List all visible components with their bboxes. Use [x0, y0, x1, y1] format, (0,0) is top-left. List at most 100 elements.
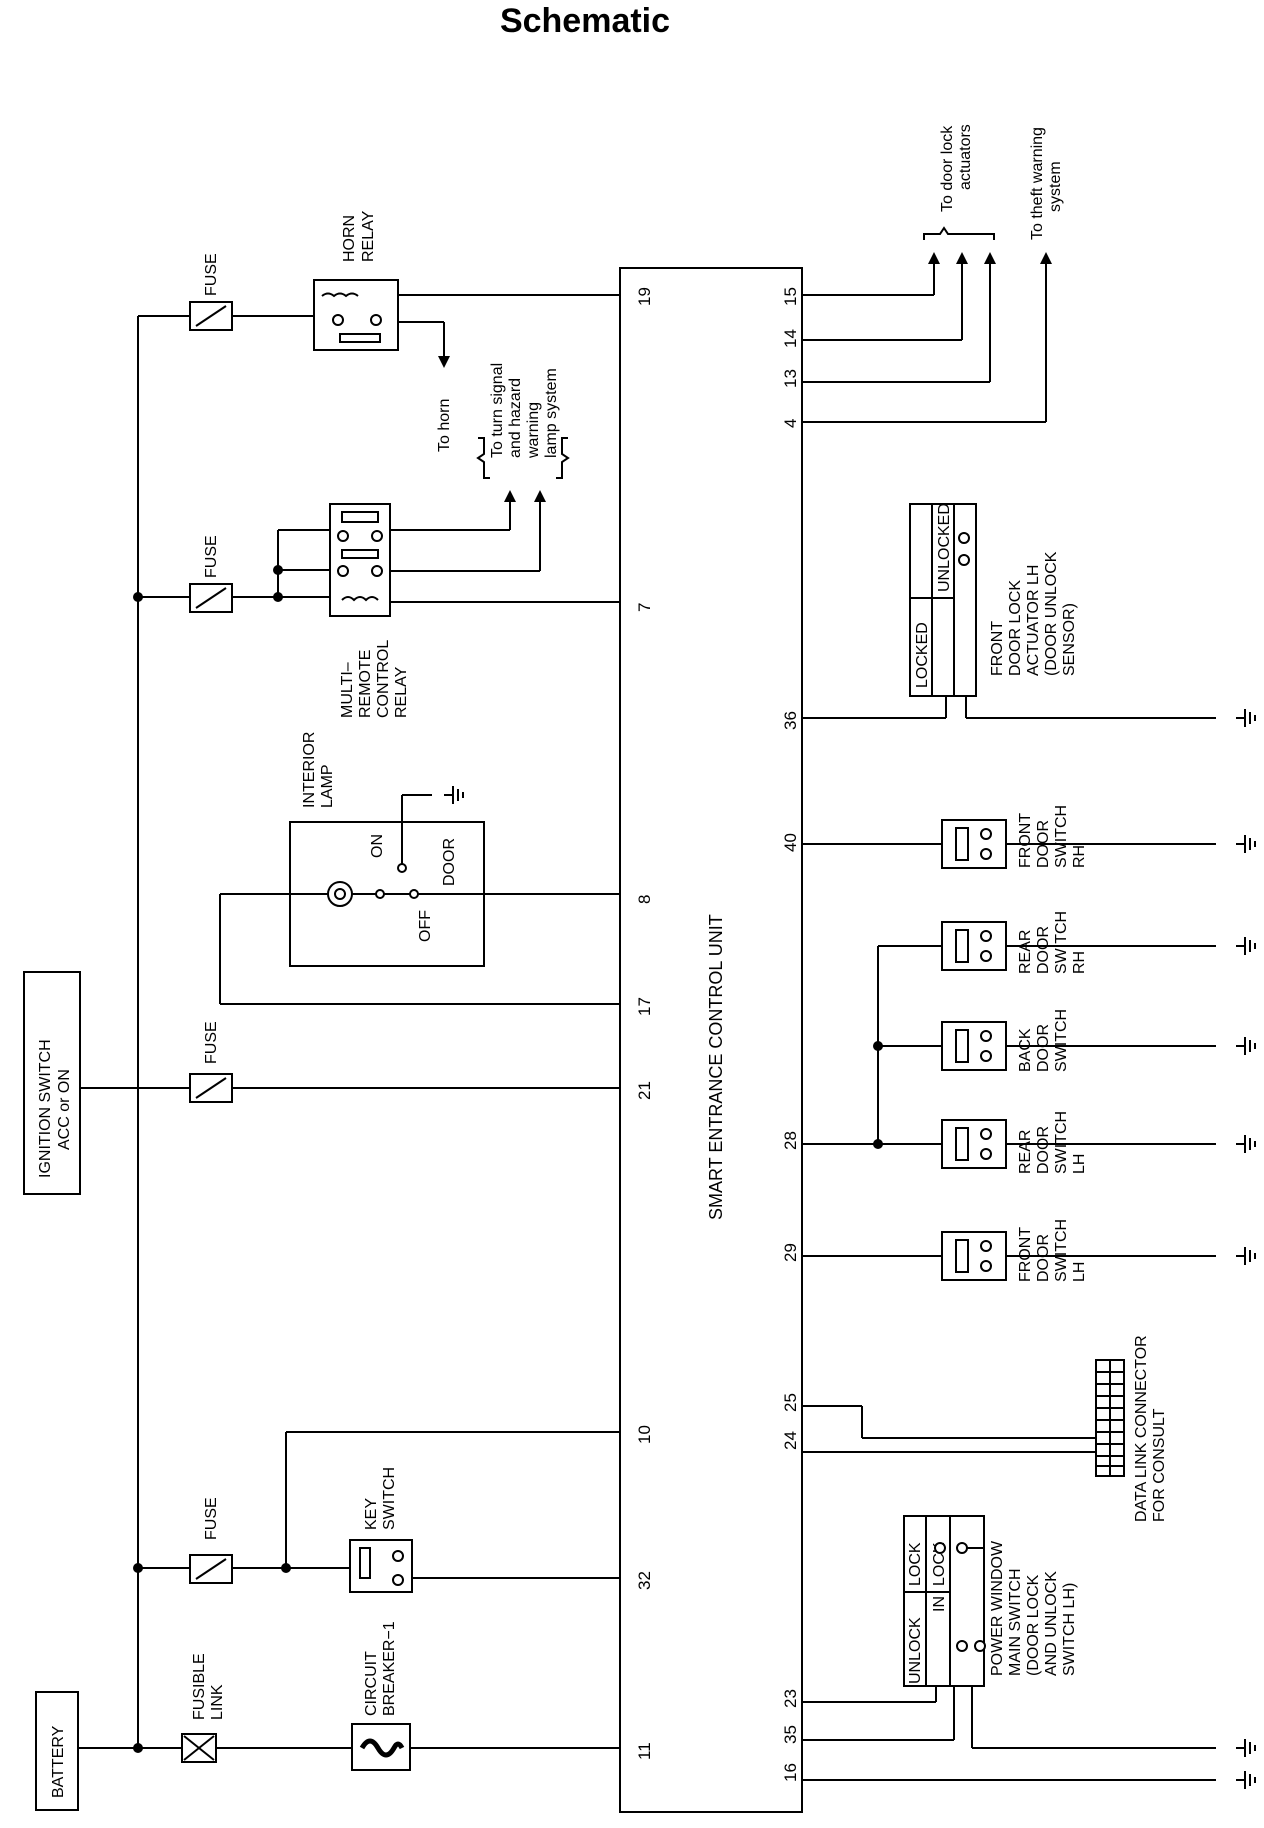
ignition-switch-sub-label: ACC or ON — [56, 1069, 73, 1150]
pin-15: 15 — [781, 287, 800, 306]
interior-lamp-label-1: INTERIOR — [301, 732, 318, 808]
pin-24: 24 — [781, 1431, 800, 1450]
horn-relay-label-2: RELAY — [360, 210, 377, 262]
pin-16: 16 — [781, 1763, 800, 1782]
rear-door-switch-rh-label-3: SWITCH — [1053, 911, 1070, 974]
pin-32: 32 — [635, 1571, 654, 1590]
multi-relay-label-1: MULTI– — [339, 662, 356, 718]
pin-17: 17 — [635, 997, 654, 1016]
multi-relay-label-3: CONTROL — [375, 640, 392, 718]
rear-door-switch-rh — [941, 921, 1007, 971]
front-door-switch-rh-label-2: DOOR — [1035, 820, 1052, 868]
fusible-link-label-1: FUSIBLE — [191, 1653, 208, 1720]
pin-25: 25 — [781, 1393, 800, 1412]
in-label: IN — [931, 1596, 948, 1612]
fuse-ignition-label: FUSE — [203, 1021, 220, 1064]
pin-36: 36 — [781, 711, 800, 730]
pin-14: 14 — [781, 329, 800, 348]
ignition-switch — [23, 971, 81, 1195]
pin-8: 8 — [635, 895, 654, 904]
key-switch-label-1: KEY — [363, 1498, 380, 1530]
circuit-breaker-label-1: CIRCUIT — [363, 1651, 380, 1716]
front-door-switch-lh-label-1: FRONT — [1017, 1227, 1034, 1282]
back-door-switch-label-3: SWITCH — [1053, 1009, 1070, 1072]
pin-10: 10 — [635, 1425, 654, 1444]
pin-13: 13 — [781, 369, 800, 388]
back-door-switch-label-1: BACK — [1017, 1028, 1034, 1072]
multi-relay-label-2: REMOTE — [357, 650, 374, 718]
back-door-switch — [941, 1021, 1007, 1071]
front-door-switch-lh-label-2: DOOR — [1035, 1234, 1052, 1282]
actuator-label-1: FRONT — [989, 621, 1006, 676]
pin-19: 19 — [635, 287, 654, 306]
to-turn-signal-label-1: To turn signal — [489, 363, 506, 458]
back-door-switch-label-2: DOOR — [1035, 1024, 1052, 1072]
horn-relay-label-1: HORN — [341, 215, 358, 262]
lamp-off-label: OFF — [417, 910, 434, 942]
actuator-label-2: DOOR LOCK — [1007, 580, 1024, 676]
to-turn-signal-label-2: and hazard — [507, 378, 524, 458]
to-turn-signal-label-3: warning — [525, 402, 542, 459]
lamp-on-label: ON — [369, 834, 386, 858]
rear-door-switch-rh-label-1: REAR — [1017, 930, 1034, 974]
to-theft-warning-label-2: system — [1047, 161, 1064, 212]
smart-entrance-control-unit — [619, 267, 803, 1813]
to-turn-signal-label-4: lamp system — [543, 368, 560, 458]
lock-label: LOCK — [907, 1542, 924, 1586]
to-horn-label: To horn — [436, 399, 453, 452]
battery — [35, 1691, 79, 1811]
unlocked-label: UNLOCKED — [936, 503, 953, 592]
pin-29: 29 — [781, 1243, 800, 1262]
battery-label: BATTERY — [50, 1725, 67, 1798]
power-window-label-1: POWER WINDOW — [989, 1540, 1006, 1676]
front-door-switch-rh-label-3: SWITCH — [1053, 805, 1070, 868]
unlock-label: UNLOCK — [907, 1617, 924, 1684]
multi-relay-label-4: RELAY — [393, 666, 410, 718]
pin-11: 11 — [635, 1742, 654, 1760]
rear-door-switch-rh-label-4: RH — [1071, 951, 1088, 974]
data-link-connector-label-2: FOR CONSULT — [1151, 1408, 1168, 1522]
pin-23: 23 — [781, 1689, 800, 1708]
front-door-switch-rh — [941, 819, 1007, 869]
front-door-switch-rh-label-1: FRONT — [1017, 813, 1034, 868]
circuit-breaker-label-2: BREAKER−1 — [381, 1621, 398, 1716]
fuse-multi-relay-label: FUSE — [203, 535, 220, 578]
interior-lamp-label-2: LAMP — [319, 764, 336, 808]
power-window-label-5: SWITCH LH) — [1061, 1583, 1078, 1676]
ignition-switch-label: IGNITION SWITCH — [37, 1039, 54, 1178]
pin-28: 28 — [781, 1131, 800, 1150]
rear-door-switch-lh — [941, 1119, 1007, 1169]
fuse-key-switch-label: FUSE — [203, 1497, 220, 1540]
power-window-label-2: MAIN SWITCH — [1007, 1568, 1024, 1676]
actuator-label-3: ACTUATOR LH — [1025, 565, 1042, 676]
fuse-horn-label: FUSE — [203, 253, 220, 296]
rear-door-switch-lh-label-3: SWITCH — [1053, 1111, 1070, 1174]
to-theft-warning-label-1: To theft warning — [1029, 127, 1046, 240]
actuator-label-4: (DOOR UNLOCK — [1043, 551, 1060, 676]
front-door-switch-lh-label-3: SWITCH — [1053, 1219, 1070, 1282]
rear-door-switch-lh-label-4: LH — [1071, 1154, 1088, 1174]
actuator-label-5: SENSOR) — [1061, 603, 1078, 676]
front-door-switch-rh-label-4: RH — [1071, 845, 1088, 868]
front-door-switch-lh-label-4: LH — [1071, 1262, 1088, 1282]
fusible-link-label-2: LINK — [209, 1684, 226, 1720]
to-door-lock-actuators-label-2: actuators — [957, 124, 974, 190]
pin-7: 7 — [635, 603, 654, 612]
pin-21: 21 — [635, 1081, 654, 1100]
power-window-label-3: (DOOR LOCK — [1025, 1574, 1042, 1676]
pin-4: 4 — [781, 419, 800, 428]
rear-door-switch-lh-label-1: REAR — [1017, 1130, 1034, 1174]
rear-door-switch-lh-label-2: DOOR — [1035, 1126, 1052, 1174]
data-link-connector-label-1: DATA LINK CONNECTOR — [1133, 1335, 1150, 1522]
front-door-switch-lh — [941, 1231, 1007, 1281]
control-unit-label: SMART ENTRANCE CONTROL UNIT — [706, 914, 726, 1220]
pin-40: 40 — [781, 833, 800, 852]
lock-label-2: LOCK — [931, 1542, 948, 1586]
to-door-lock-actuators-label-1: To door lock — [939, 125, 956, 212]
lamp-door-label: DOOR — [441, 838, 458, 886]
key-switch-label-2: SWITCH — [381, 1467, 398, 1530]
rear-door-switch-rh-label-2: DOOR — [1035, 926, 1052, 974]
pin-35: 35 — [781, 1725, 800, 1744]
power-window-label-4: AND UNLOCK — [1043, 1571, 1060, 1676]
